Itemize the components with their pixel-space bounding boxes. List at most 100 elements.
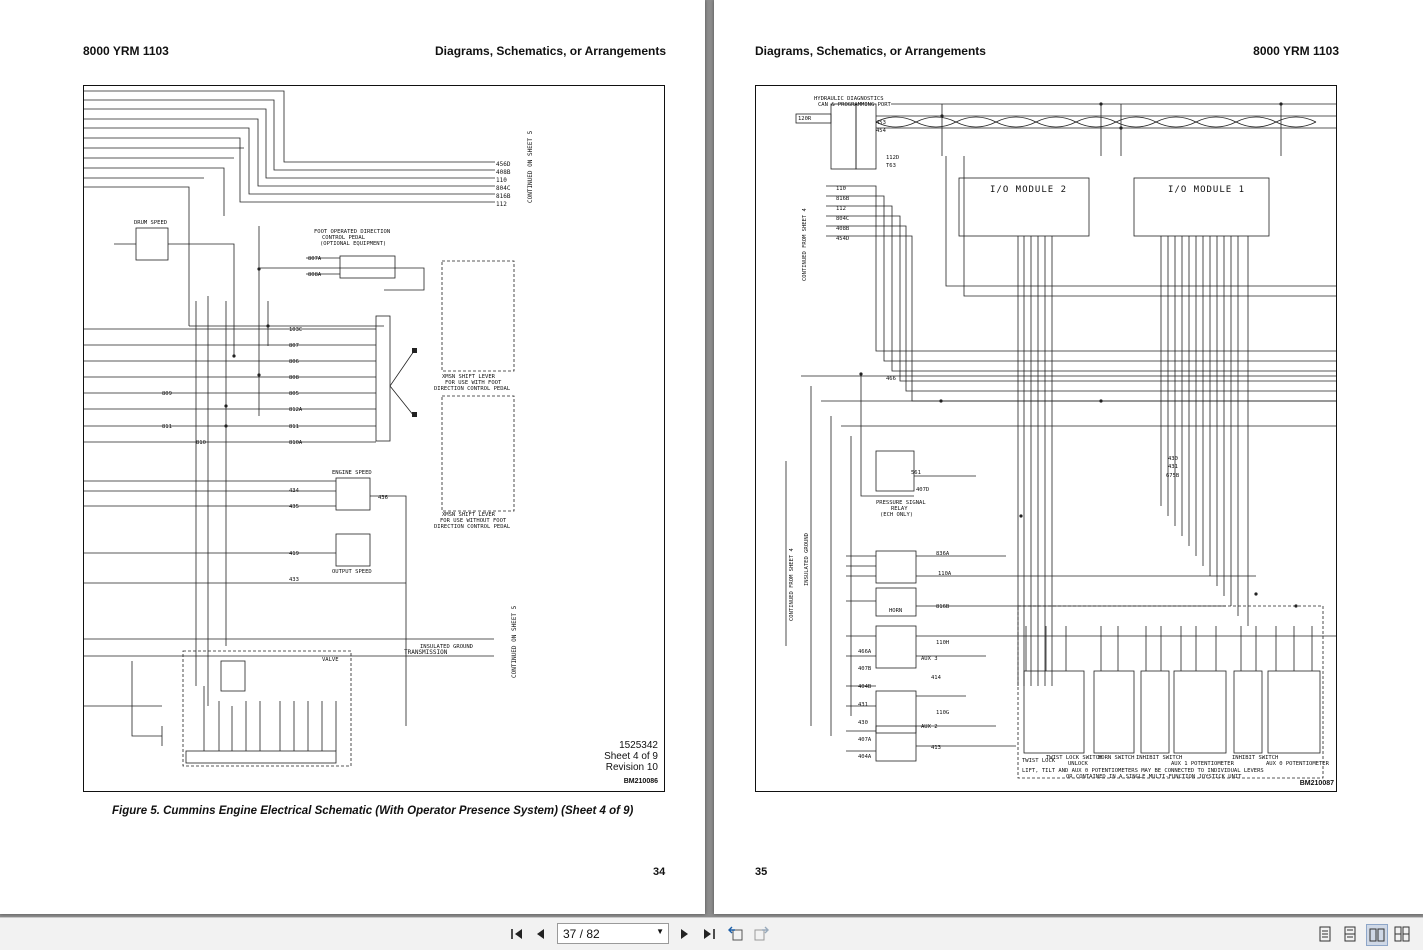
foot-pedal-label: FOOT OPERATED DIRECTION [314,229,390,235]
go-back-view-button[interactable] [726,924,746,944]
go-forward-view-button[interactable] [751,924,771,944]
section-title: Diagrams, Schematics, or Arrangements [435,44,666,58]
io-module-schematic: HYDRAULIC DIAGNOSTICS CAN & PROGRAMMING … [785,96,1336,780]
wire-label: 435 [289,504,299,510]
wire-label: 112 [836,206,846,212]
shift-lever-label: XMSN SHIFT LEVER [442,512,496,518]
drum-speed-label: DRUM SPEED [134,220,167,226]
shift-lever-label: XMSN SHIFT LEVER [442,374,496,380]
wire-label: 408B [836,226,850,232]
aux-label: AUX 3 [921,656,938,662]
wire-label: 456D [496,161,511,168]
sheet-info: 1525342 Sheet 4 of 9 Revision 10 [604,740,658,773]
wire-label: 110A [938,571,952,577]
wire-label: 816B [836,196,850,202]
single-page-icon [1319,926,1331,942]
wire-label: 466 [886,376,896,382]
previous-page-button[interactable] [531,924,551,944]
last-page-button[interactable] [699,924,719,944]
relay-label: PRESSURE SIGNAL [876,500,926,506]
switch-label: AUX 0 POTENTIOMETER [1266,761,1330,767]
wire-label: 110G [936,710,949,716]
wire-label: 454D [836,236,849,242]
relay-label: RELAY [891,506,908,512]
switch-label: AUX 1 POTENTIOMETER [1171,761,1235,767]
wire-label: 809 [162,391,172,397]
switch-label: TWIST LOCK [1022,758,1056,764]
switch-label: INHIBIT SWITCH [1232,755,1278,761]
page-number: 35 [755,866,768,878]
wire-label: 434 [289,488,300,494]
wire-label: 110 [836,186,846,192]
wire-label: 810 [196,440,206,446]
wire-label: 110 [496,177,507,184]
sheet-number: Sheet 4 of 9 [604,751,658,762]
bm-code: BM210086 [623,778,658,785]
continued-top-label: CONTINUED ON SHEET 5 [527,130,534,203]
footnote: LIFT, TILT AND AUX 0 POTENTIOMETERS MAY … [1022,768,1264,774]
shift-lever-label: FOR USE WITHOUT FOOT [440,518,507,524]
insulated-ground-label: INSULATED GROUND [420,644,473,650]
wire-label: 112D [886,155,899,161]
wire-label: 804C [496,185,511,192]
wire-label: 103C [289,327,302,333]
figure-caption: Figure 5. Cummins Engine Electrical Sche… [112,805,634,817]
wire-label: 453 [876,120,886,126]
switch-label: INHIBIT SWITCH [1136,755,1182,761]
switch-label: HORN SWITCH [1098,755,1134,761]
shift-lever-label: FOR USE WITH FOOT [445,380,502,386]
wire-label: 436 [378,495,388,501]
continued-from-label: CONTINUED FROM SHEET 4 [802,207,808,281]
wire-label: 414 [931,675,942,681]
last-page-icon [704,929,715,939]
hydraulic-port-label: HYDRAULIC DIAGNOSTICS [814,96,884,102]
wire-label: 407D [916,487,929,493]
first-page-button[interactable] [507,924,527,944]
wire-label: 408B [496,169,511,176]
next-page-button[interactable] [674,924,694,944]
wire-label: 404A [858,754,872,760]
previous-page-icon [537,929,544,939]
viewer-toolbar: 37 / 82 ▼ [0,917,1423,950]
revision: Revision 10 [605,762,658,773]
wire-label: 419 [289,551,299,557]
single-page-view-button[interactable] [1315,924,1335,944]
page-selector[interactable]: 37 / 82 ▼ [557,923,669,944]
next-page-icon [681,929,688,939]
continuous-view-button[interactable] [1340,924,1360,944]
facing-pages-icon [1369,928,1385,942]
switch-label: TWIST LOCK SWITCH [1046,755,1102,761]
chevron-down-icon: ▼ [656,927,664,936]
foot-pedal-label: (OPTIONAL EQUIPMENT) [320,241,386,247]
continuous-facing-view-button[interactable] [1392,924,1412,944]
io-module-2-label: I/O MODULE 2 [990,185,1067,195]
right-document-page: Diagrams, Schematics, or Arrangements 80… [714,0,1423,914]
page-number: 34 [653,866,666,878]
facing-view-button[interactable] [1366,924,1388,946]
wire-label: 466A [858,649,872,655]
wire-label: 120R [798,116,812,122]
left-document-page: 8000 YRM 1103 Diagrams, Schematics, or A… [0,0,705,914]
io-module-1-label: I/O MODULE 1 [1168,185,1245,195]
bm-code: BM210087 [1299,780,1334,787]
doc-code: 8000 YRM 1103 [1253,44,1339,58]
wire-label: 808A [308,272,322,278]
wire-label: 807 [289,343,299,349]
wire-label: 808 [289,375,299,381]
continued-from-label: CONTINUED FROM SHEET 4 [789,547,795,621]
wire-label: 407A [858,737,872,743]
wire-label: 816B [496,193,511,200]
wire-label: 807A [308,256,322,262]
horn-label: HORN [889,608,902,614]
foot-pedal-label: CONTROL PEDAL [322,235,366,241]
wire-label: 804C [836,216,849,222]
footnote: OR CONTAINED IN A SINGLE MULTI-FUNCTION … [1066,774,1242,780]
wire-label: 413 [931,745,941,751]
wire-label: 454 [876,128,887,134]
shift-lever-label: DIRECTION CONTROL PEDAL [434,524,511,530]
wire-label: 810A [289,440,303,446]
transmission-label: TRANSMISSION [404,649,448,656]
page-indicator: 37 / 82 [563,927,600,941]
wire-label: 430 [858,720,868,726]
drawing-number: 1525342 [619,740,658,751]
